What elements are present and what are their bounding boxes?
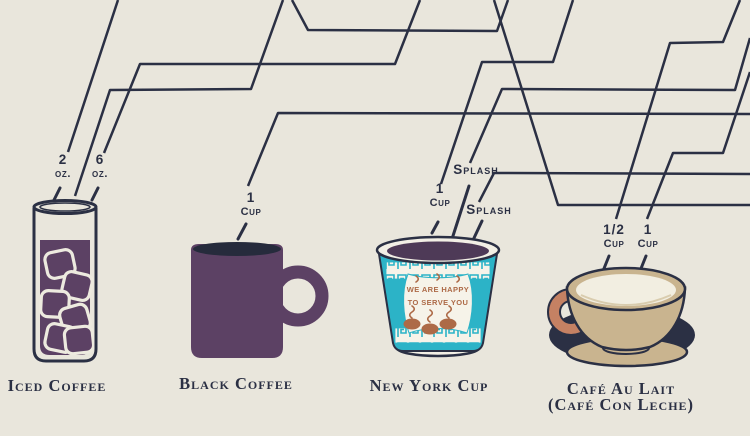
amount: 1	[435, 181, 445, 196]
tick-ny-1cup	[430, 220, 440, 235]
label-ny-splash-bottom: Splash	[466, 203, 512, 217]
unit: Cup	[240, 206, 262, 218]
tick-iced-6oz	[90, 186, 100, 202]
slogan-line-1: WE ARE HAPPY	[406, 285, 470, 294]
slogan-line-2: TO SERVE YOU	[407, 297, 469, 307]
amount: 6	[95, 152, 105, 167]
routing-line-top	[290, 0, 510, 33]
line-to-black-coffee	[246, 111, 750, 187]
ice-cubes	[39, 248, 96, 356]
subtitle-cafe-con-leche: (Café Con Leche)	[547, 395, 695, 414]
label-cafe-halfcup: 1/2 Cup	[603, 223, 625, 250]
label-ny-splash-top: Splash	[453, 163, 499, 177]
shield-decorations	[408, 273, 461, 323]
ny-cup-shield	[403, 273, 473, 334]
line-to-ny-1cup	[439, 0, 575, 185]
amount: 1/2	[603, 222, 625, 237]
title-black-coffee: Black Coffee	[179, 374, 293, 393]
black-coffee-mug	[191, 242, 329, 358]
cafe-au-lait	[547, 266, 695, 368]
unit: oz.	[55, 168, 71, 180]
tick-ny-splash-top	[450, 184, 471, 241]
amount: Splash	[466, 202, 512, 217]
unit: Cup	[603, 238, 625, 250]
unit: Cup	[637, 238, 659, 250]
tick-ny-splash-bottom	[472, 219, 484, 240]
ny-cup-slogan: WE ARE HAPPY TO SERVE YOU	[396, 284, 480, 310]
label-cafe-1cup: 1 Cup	[638, 223, 659, 250]
passthrough-line-right	[492, 0, 750, 207]
title-iced-coffee: Iced Coffee	[7, 376, 107, 395]
tick-iced-2oz	[52, 186, 62, 202]
line-to-iced-2oz	[66, 0, 120, 153]
tick-black-1cup	[236, 222, 248, 241]
title-cafe-au-lait: Café Au Lait	[566, 379, 676, 398]
unit: Cup	[429, 197, 451, 209]
unit: oz.	[92, 168, 108, 180]
mug-body	[191, 244, 283, 358]
label-iced-2oz: 2 oz.	[55, 153, 71, 180]
milk-shading	[580, 294, 672, 306]
amount: 2	[58, 152, 68, 167]
line-to-ny-splash-bottom	[477, 171, 750, 203]
label-iced-6oz: 6 oz.	[92, 153, 108, 180]
glass-outline	[32, 208, 98, 363]
ingredient-connector-lines	[66, 0, 750, 220]
line-to-ny-splash-top	[468, 37, 750, 164]
amount: Splash	[453, 162, 499, 177]
iced-coffee-glass	[32, 199, 98, 363]
ny-cup-coffee-surface	[387, 241, 489, 261]
line-to-iced-glass	[73, 0, 285, 197]
amount: 1	[246, 190, 256, 205]
label-ny-1cup: 1 Cup	[430, 182, 451, 209]
line-to-cafe-1cup	[645, 71, 750, 220]
label-black-1cup: 1 Cup	[241, 191, 262, 218]
line-to-cafe-halfcup	[614, 0, 742, 220]
amount: 1	[643, 222, 653, 237]
mug-coffee-surface	[193, 242, 281, 256]
glass-rim-inner	[39, 202, 91, 212]
new-york-cup	[375, 235, 501, 358]
title-new-york-cup: New York Cup	[369, 376, 489, 395]
shield-coffee-cups	[403, 318, 457, 335]
line-to-iced-6oz	[102, 0, 422, 154]
milk-surface	[576, 274, 676, 306]
